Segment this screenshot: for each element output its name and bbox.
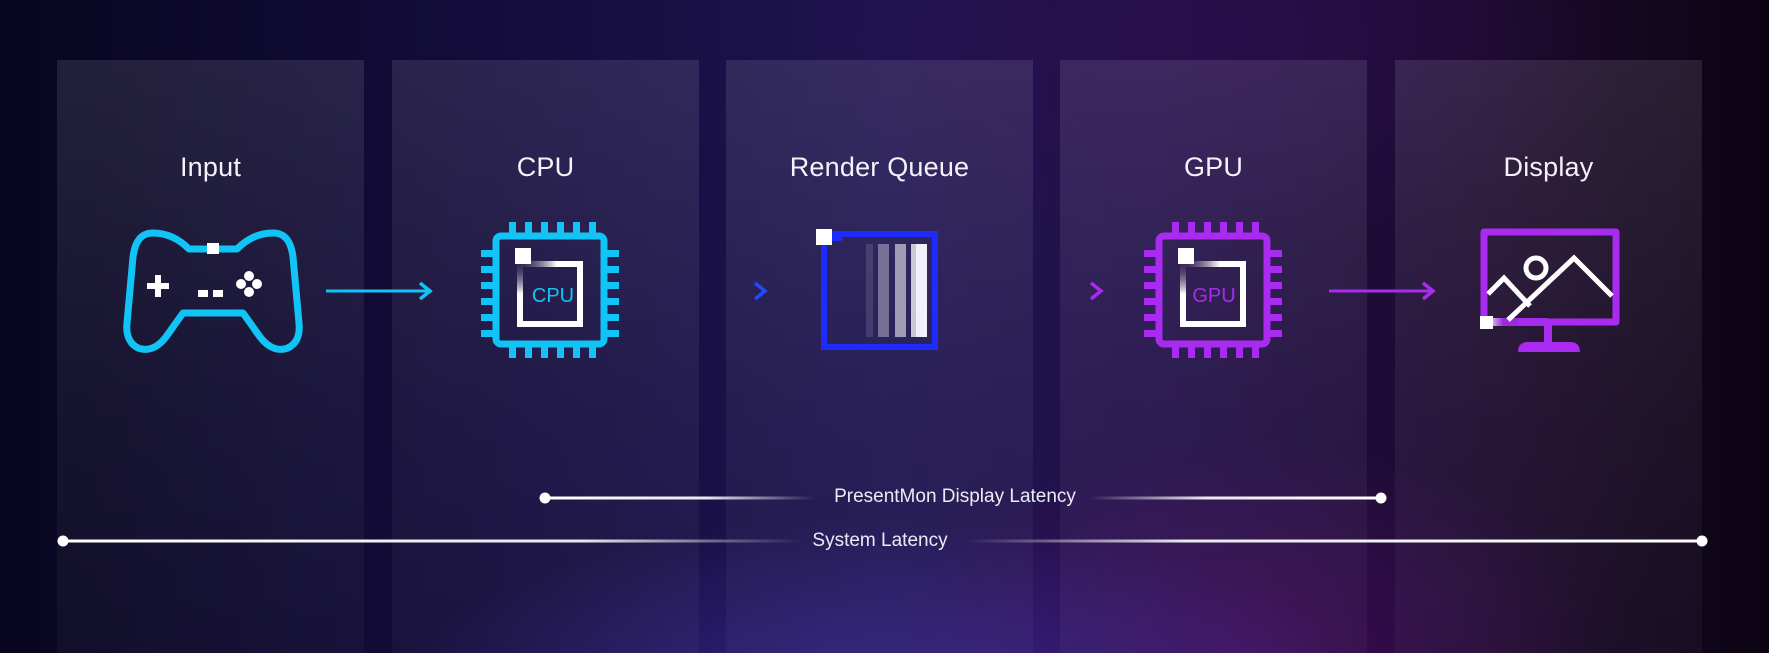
gamepad-icon [123, 227, 303, 355]
arrow-gpu-to-display [1329, 281, 1439, 301]
cpu-chip-icon: CPU [481, 222, 619, 358]
stage-title: Render Queue [789, 152, 970, 182]
stage-panel-input: Input [57, 60, 364, 653]
stage-title: CPU [516, 152, 575, 182]
stage-panel-render-queue: Render Queue [726, 60, 1033, 653]
system-latency-label: System Latency [812, 530, 948, 551]
arrow-input-to-cpu [326, 281, 436, 301]
stage-title: Display [1503, 152, 1594, 182]
stage-panel-display: Display [1395, 60, 1702, 653]
presentmon-latency-line [539, 491, 1387, 505]
stage-panel-gpu: GPU [1060, 60, 1367, 653]
gpu-chip-label: GPU [1192, 285, 1235, 307]
gpu-chip-icon: GPU [1144, 222, 1282, 358]
latency-endpoint-dot [1375, 492, 1387, 504]
stage-title: Input [179, 152, 242, 182]
cpu-chip-label: CPU [532, 285, 574, 307]
presentmon-latency-label: PresentMon Display Latency [834, 486, 1076, 507]
stage-title: GPU [1183, 152, 1244, 182]
monitor-image-icon [1478, 226, 1620, 356]
render-queue-frame-newest [916, 244, 927, 337]
system-latency-line [57, 534, 1709, 548]
arrow-cpu-to-render-queue [661, 281, 771, 301]
latency-endpoint-dot [1696, 535, 1708, 547]
arrow-render-queue-to-gpu [997, 281, 1107, 301]
